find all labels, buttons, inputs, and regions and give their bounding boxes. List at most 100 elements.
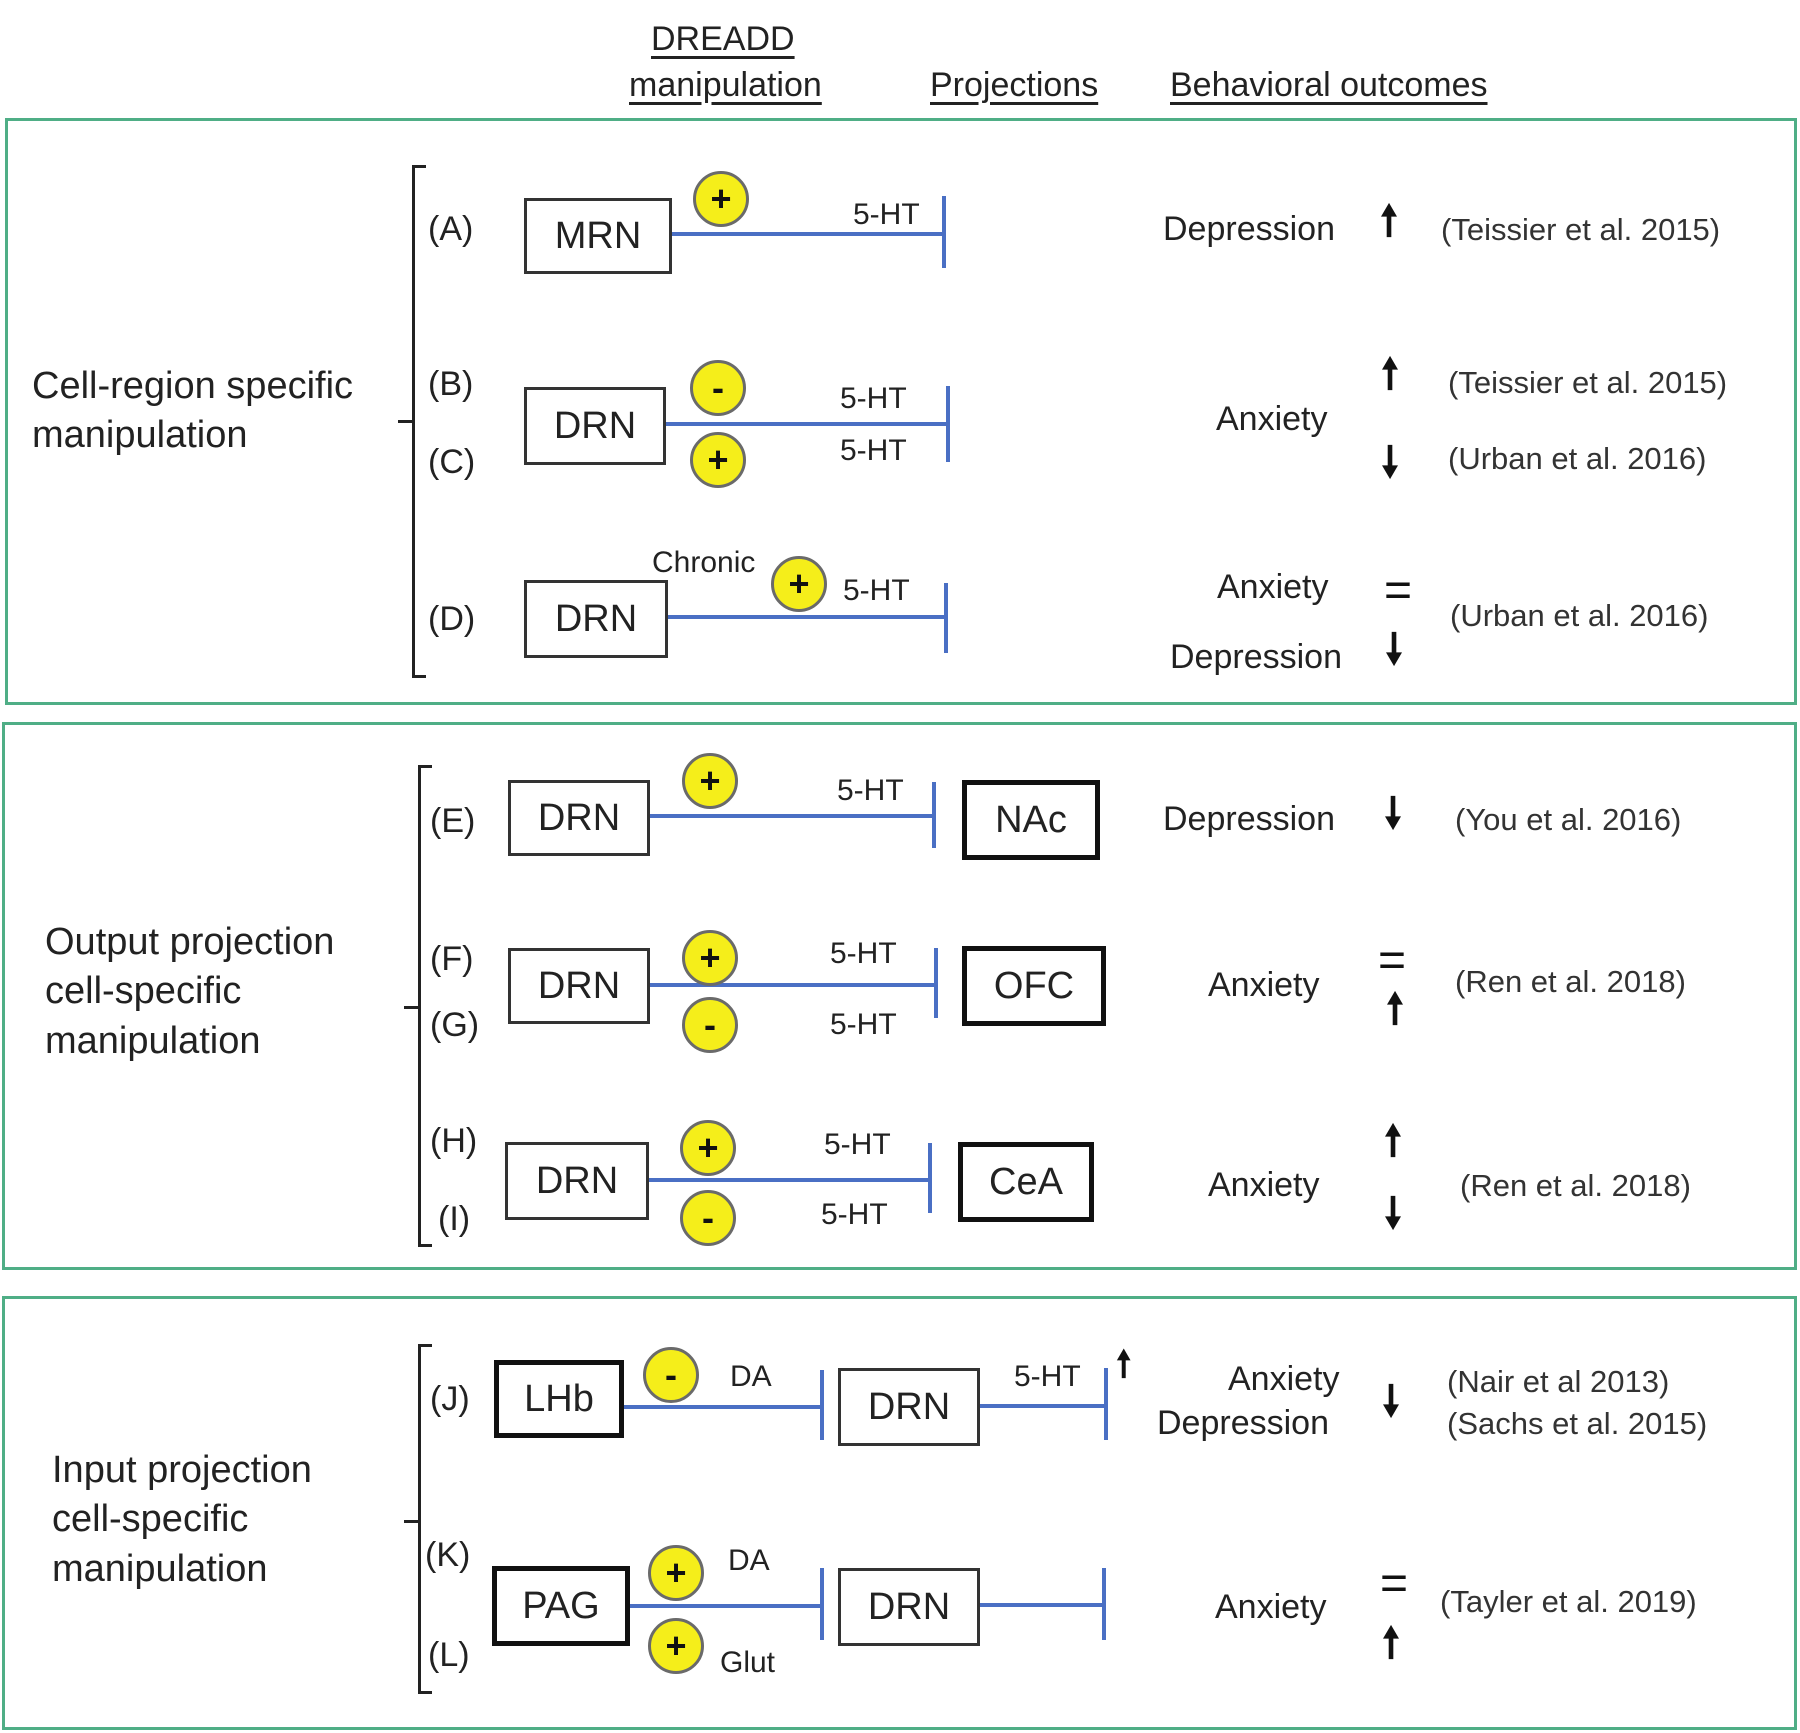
outcome-anxiety: Anxiety	[1215, 1588, 1327, 1626]
reference: (Urban et al. 2016)	[1448, 441, 1707, 476]
down-arrow-icon: 🠗	[1385, 625, 1404, 672]
header-manipulation: manipulation	[629, 66, 822, 104]
dreadd-inhibition-icon: -	[682, 997, 738, 1053]
outcome-anxiety: Anxiety	[1208, 1166, 1320, 1204]
brace-panel-2	[418, 765, 432, 1247]
node-mrn: MRN	[524, 198, 672, 274]
group-label-output-projection: Output projection cell-specific manipula…	[45, 918, 334, 1066]
row-label-d: (D)	[428, 600, 476, 638]
node-drn: DRN	[508, 780, 650, 856]
dreadd-activation-icon: +	[648, 1545, 704, 1601]
dreadd-inhibition-icon: -	[690, 360, 746, 416]
connector-line	[630, 1604, 822, 1608]
dreadd-activation-icon: +	[693, 171, 749, 227]
header-behavioral-outcomes: Behavioral outcomes	[1170, 66, 1488, 104]
neurotransmitter-label: 5-HT	[853, 198, 920, 231]
down-arrow-icon: 🠗	[1384, 789, 1403, 836]
up-arrow-icon: 🠕	[1384, 1117, 1403, 1164]
terminal-bar	[942, 196, 946, 268]
node-nac: NAc	[962, 780, 1100, 860]
terminal-bar	[1102, 1568, 1106, 1640]
neurotransmitter-label: 5-HT	[840, 382, 907, 415]
outcome-anxiety: Anxiety	[1217, 568, 1329, 606]
up-arrow-icon: 🠕	[1380, 197, 1399, 244]
node-drn: DRN	[524, 387, 666, 465]
reference: (Teissier et al. 2015)	[1448, 365, 1728, 400]
neurotransmitter-label: DA	[728, 1544, 770, 1577]
dreadd-activation-icon: +	[648, 1618, 704, 1674]
neurotransmitter-label: 5-HT	[821, 1198, 888, 1231]
connector-line	[672, 232, 942, 236]
up-arrow-icon: 🠕	[1382, 1619, 1401, 1666]
group-label-line: manipulation	[45, 1019, 261, 1062]
reference: (Ren et al. 2018)	[1460, 1168, 1691, 1203]
node-lhb: LHb	[494, 1360, 624, 1438]
reference: (Tayler et al. 2019)	[1440, 1584, 1697, 1619]
group-label-input-projection: Input projection cell-specific manipulat…	[52, 1446, 312, 1594]
neurotransmitter-label: 5-HT	[824, 1128, 891, 1161]
neurotransmitter-label: Glut	[720, 1646, 776, 1679]
reference: (Sachs et al. 2015)	[1447, 1406, 1708, 1441]
up-arrow-icon: 🠕	[1381, 350, 1400, 397]
dreadd-activation-icon: +	[690, 432, 746, 488]
group-label-line: Cell-region specific	[32, 365, 354, 407]
outcome-anxiety: Anxiety	[1216, 400, 1328, 438]
node-drn: DRN	[505, 1142, 649, 1220]
outcome-anxiety: Anxiety	[1228, 1360, 1340, 1398]
terminal-bar	[820, 1370, 824, 1440]
dreadd-activation-icon: +	[682, 753, 738, 809]
neurotransmitter-label: 5-HT	[830, 937, 897, 970]
group-label-line: manipulation	[52, 1547, 268, 1590]
terminal-bar	[932, 782, 936, 848]
group-label-cell-region: Cell-region specific manipulation	[32, 362, 353, 461]
panel-cell-region	[5, 118, 1797, 705]
reference: (Urban et al. 2016)	[1450, 598, 1709, 633]
reference: (Teissier et al. 2015)	[1441, 212, 1721, 247]
equal-sign-icon: =	[1378, 934, 1407, 987]
terminal-bar	[944, 583, 948, 653]
neurotransmitter-label: 5-HT	[830, 1008, 897, 1041]
row-label-a: (A)	[428, 210, 474, 248]
row-label-e: (E)	[430, 802, 476, 840]
dreadd-activation-icon: +	[771, 556, 827, 612]
row-label-k: (K)	[425, 1536, 471, 1574]
node-drn: DRN	[838, 1568, 980, 1646]
outcome-depression: Depression	[1163, 800, 1335, 838]
brace-panel-1	[412, 165, 426, 678]
down-arrow-icon: 🠗	[1382, 1377, 1401, 1424]
terminal-bar	[820, 1568, 824, 1640]
terminal-bar	[934, 948, 938, 1018]
group-label-line: Input projection	[52, 1449, 312, 1491]
group-label-line: manipulation	[32, 414, 248, 457]
header-projections: Projections	[930, 66, 1099, 104]
terminal-bar	[928, 1143, 932, 1213]
row-label-b: (B)	[428, 365, 474, 403]
connector-line	[649, 1178, 928, 1182]
outcome-anxiety: Anxiety	[1208, 966, 1320, 1004]
equal-sign-icon: =	[1380, 1557, 1409, 1610]
connector-line	[666, 422, 946, 426]
connector-line	[980, 1603, 1104, 1607]
row-label-h: (H)	[430, 1122, 478, 1160]
equal-sign-icon: =	[1384, 564, 1413, 617]
dreadd-activation-icon: +	[682, 930, 738, 986]
header-dreadd: DREADD	[651, 20, 795, 58]
row-label-l: (L)	[428, 1636, 470, 1674]
dreadd-activation-icon: +	[680, 1120, 736, 1176]
row-label-j: (J)	[430, 1380, 470, 1418]
panel-output-projection	[2, 722, 1797, 1270]
outcome-depression: Depression	[1163, 210, 1335, 248]
neurotransmitter-label: 5-HT	[1014, 1360, 1081, 1393]
outcome-depression: Depression	[1157, 1404, 1329, 1442]
group-label-line: Output projection	[45, 921, 335, 963]
reference: (Ren et al. 2018)	[1455, 964, 1686, 999]
node-drn: DRN	[838, 1368, 980, 1446]
terminal-bar	[1104, 1368, 1108, 1440]
connector-line	[624, 1405, 822, 1409]
row-label-c: (C)	[428, 443, 476, 481]
chronic-label: Chronic	[652, 546, 756, 579]
up-arrow-icon: 🠕	[1386, 985, 1405, 1032]
connector-line	[650, 983, 934, 987]
brace-panel-3	[418, 1344, 432, 1694]
reference: (Nair et al 2013)	[1447, 1364, 1670, 1399]
